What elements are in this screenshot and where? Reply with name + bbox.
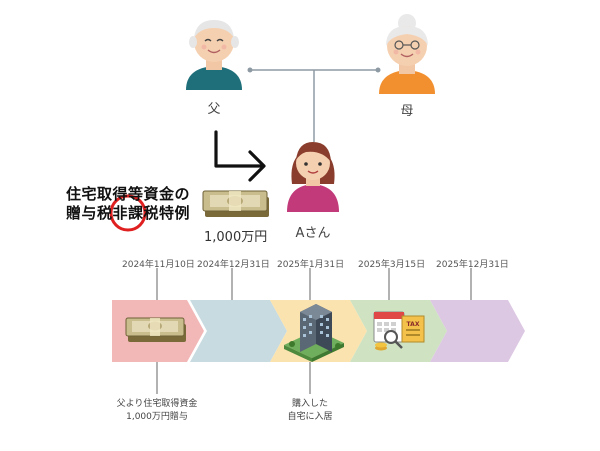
event-caption-move-in: 購入した 自宅に入居 xyxy=(270,398,350,424)
timeline-date-4: 2025年3月15日 xyxy=(358,260,426,270)
grandfather-icon xyxy=(186,20,242,90)
gift-arrow xyxy=(214,130,266,182)
timeline-date-3: 2025年1月31日 xyxy=(277,260,345,270)
timeline-stage-2 xyxy=(190,300,287,362)
timeline-stage-5 xyxy=(430,300,525,362)
event-caption-move-in-line-1: 購入した xyxy=(291,399,328,409)
event-caption-move-in-line-2: 自宅に入居 xyxy=(287,412,333,422)
special-provision-title: 住宅取得等資金の 贈与税非課税特例 xyxy=(66,185,190,223)
woman-icon xyxy=(287,142,339,212)
timeline-date-1: 2024年11月10日 xyxy=(122,260,195,270)
title-line-1: 住宅取得等資金の xyxy=(66,185,191,203)
tax-calendar-icon: TAX xyxy=(373,311,425,351)
timeline-date-2: 2024年12月31日 xyxy=(197,260,270,270)
red-circle-mark xyxy=(109,194,147,232)
child-label: Aさん xyxy=(295,226,331,241)
mother-label: 母 xyxy=(400,104,414,119)
gift-amount: 1,000万円 xyxy=(204,230,268,245)
event-caption-gift: 父より住宅取得資金 1,000万円贈与 xyxy=(107,398,207,424)
title-line-2: 贈与税非課税特例 xyxy=(66,204,191,222)
connector-dot-left xyxy=(247,67,253,73)
money-stack-icon xyxy=(125,317,186,342)
svg-text:TAX: TAX xyxy=(407,321,420,328)
timeline-date-5: 2025年12月31日 xyxy=(436,260,509,270)
apartment-building-icon xyxy=(284,304,344,362)
connector-dot-right xyxy=(375,67,381,73)
event-caption-gift-line-2: 1,000万円贈与 xyxy=(126,412,188,422)
father-label: 父 xyxy=(207,102,221,117)
event-caption-gift-line-1: 父より住宅取得資金 xyxy=(116,399,198,409)
date-ticks xyxy=(156,268,472,394)
grandmother-icon xyxy=(379,14,435,94)
money-bundle-icon xyxy=(202,190,269,217)
